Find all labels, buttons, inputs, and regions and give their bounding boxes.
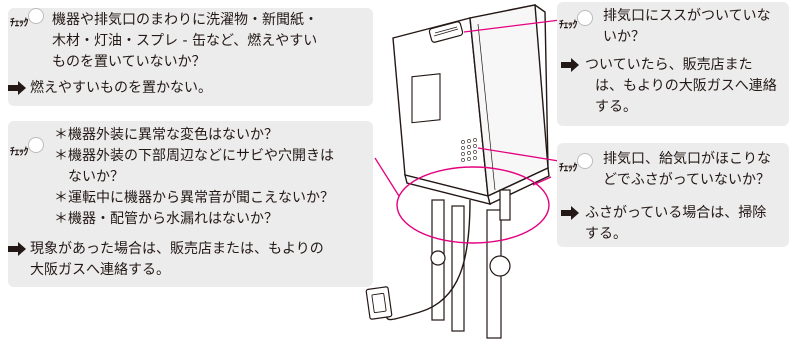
action-line: する。 bbox=[585, 226, 627, 242]
check-line: どでふさがっていないか？ bbox=[603, 172, 771, 188]
pipes-icon bbox=[430, 189, 511, 339]
water-heater-body bbox=[392, 4, 550, 205]
intake-holes-icon bbox=[461, 138, 477, 162]
check-box-top-left: ﾁｪｯｸ 機器や排気口のまわりに洗濯物・新聞紙・ 木材・灯油・スプレ - 缶など… bbox=[8, 8, 373, 106]
callout-lines bbox=[374, 19, 566, 197]
check-line: 木材・灯油・スプレ - 缶など、燃えやすい bbox=[52, 33, 318, 49]
check-box-top-right: ﾁｪｯｸ 排気口にススがついていな いか？ ついていたら、販売店また は、もより… bbox=[557, 2, 789, 126]
check-box-bottom-left: ﾁｪｯｸ ＊機器外装に異常な変色はないか？ ＊機器外装の下部周辺などにサビや穴開… bbox=[8, 121, 373, 287]
check-badge: ﾁｪｯｸ bbox=[559, 10, 593, 31]
exhaust-vent-icon bbox=[428, 21, 464, 43]
arrow-right-icon bbox=[8, 242, 26, 256]
power-plug-icon bbox=[365, 286, 393, 320]
check-line: いか？ bbox=[603, 29, 645, 45]
check-line: ＊運転中に機器から異常音が聞こえないか？ bbox=[54, 190, 334, 206]
check-box-mid-right: ﾁｪｯｸ 排気口、給気口がほこりな どでふさがっていないか？ ふさがっている場合… bbox=[557, 143, 789, 247]
action-line: 大阪ガスへ連絡する。 bbox=[30, 262, 170, 278]
lightbulb-icon bbox=[28, 137, 44, 153]
action-line: する。 bbox=[595, 99, 637, 115]
check-line: ＊機器・配管から水漏れはないか？ bbox=[54, 211, 278, 227]
lightbulb-icon bbox=[577, 10, 593, 26]
action-line: ついていたら、販売店また bbox=[585, 57, 753, 73]
check-badge: ﾁｪｯｸ bbox=[10, 8, 44, 29]
check-badge: ﾁｪｯｸ bbox=[10, 137, 44, 158]
check-line: ＊機器外装の下部周辺などにサビや穴開きは bbox=[54, 148, 334, 164]
check-line: 排気口にススがついていな bbox=[603, 8, 771, 24]
check-line: ないか？ bbox=[54, 169, 124, 185]
lightbulb-icon bbox=[28, 8, 44, 24]
action-line: 燃えやすいものを置かない。 bbox=[30, 80, 212, 96]
action-line: は、もよりの大阪ガスへ連絡 bbox=[595, 78, 777, 94]
check-line: ものを置いていないか？ bbox=[52, 54, 206, 70]
action-line: ふさがっている場合は、掃除 bbox=[585, 205, 767, 221]
bottom-callout-ellipse bbox=[396, 166, 550, 244]
arrow-right-icon bbox=[8, 81, 26, 95]
check-line: 排気口、給気口がほこりな bbox=[603, 151, 771, 167]
action-line: 現象があった場合は、販売店または、もよりの bbox=[30, 241, 324, 257]
arrow-right-icon bbox=[561, 58, 579, 72]
lightbulb-icon bbox=[577, 153, 593, 169]
check-line: 機器や排気口のまわりに洗濯物・新聞紙・ bbox=[52, 12, 318, 28]
arrow-right-icon bbox=[561, 206, 579, 220]
check-line: ＊機器外装に異常な変色はないか？ bbox=[54, 127, 278, 143]
check-badge: ﾁｪｯｸ bbox=[559, 153, 593, 174]
